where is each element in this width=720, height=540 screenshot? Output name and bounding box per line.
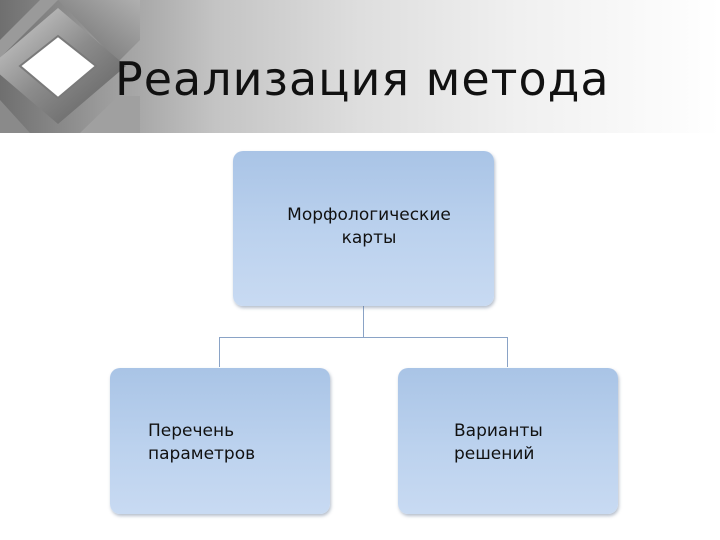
child-node-solution-variants: Варианты решений [398, 368, 618, 514]
child-node-parameter-list: Перечень параметров [110, 368, 330, 514]
root-node-morphological-maps: Морфологические карты [233, 151, 494, 306]
child-node-label-parameters: Перечень параметров [148, 420, 288, 466]
root-node-label: Морфологические карты [259, 204, 479, 250]
child-node-label-solutions: Варианты решений [454, 420, 584, 466]
